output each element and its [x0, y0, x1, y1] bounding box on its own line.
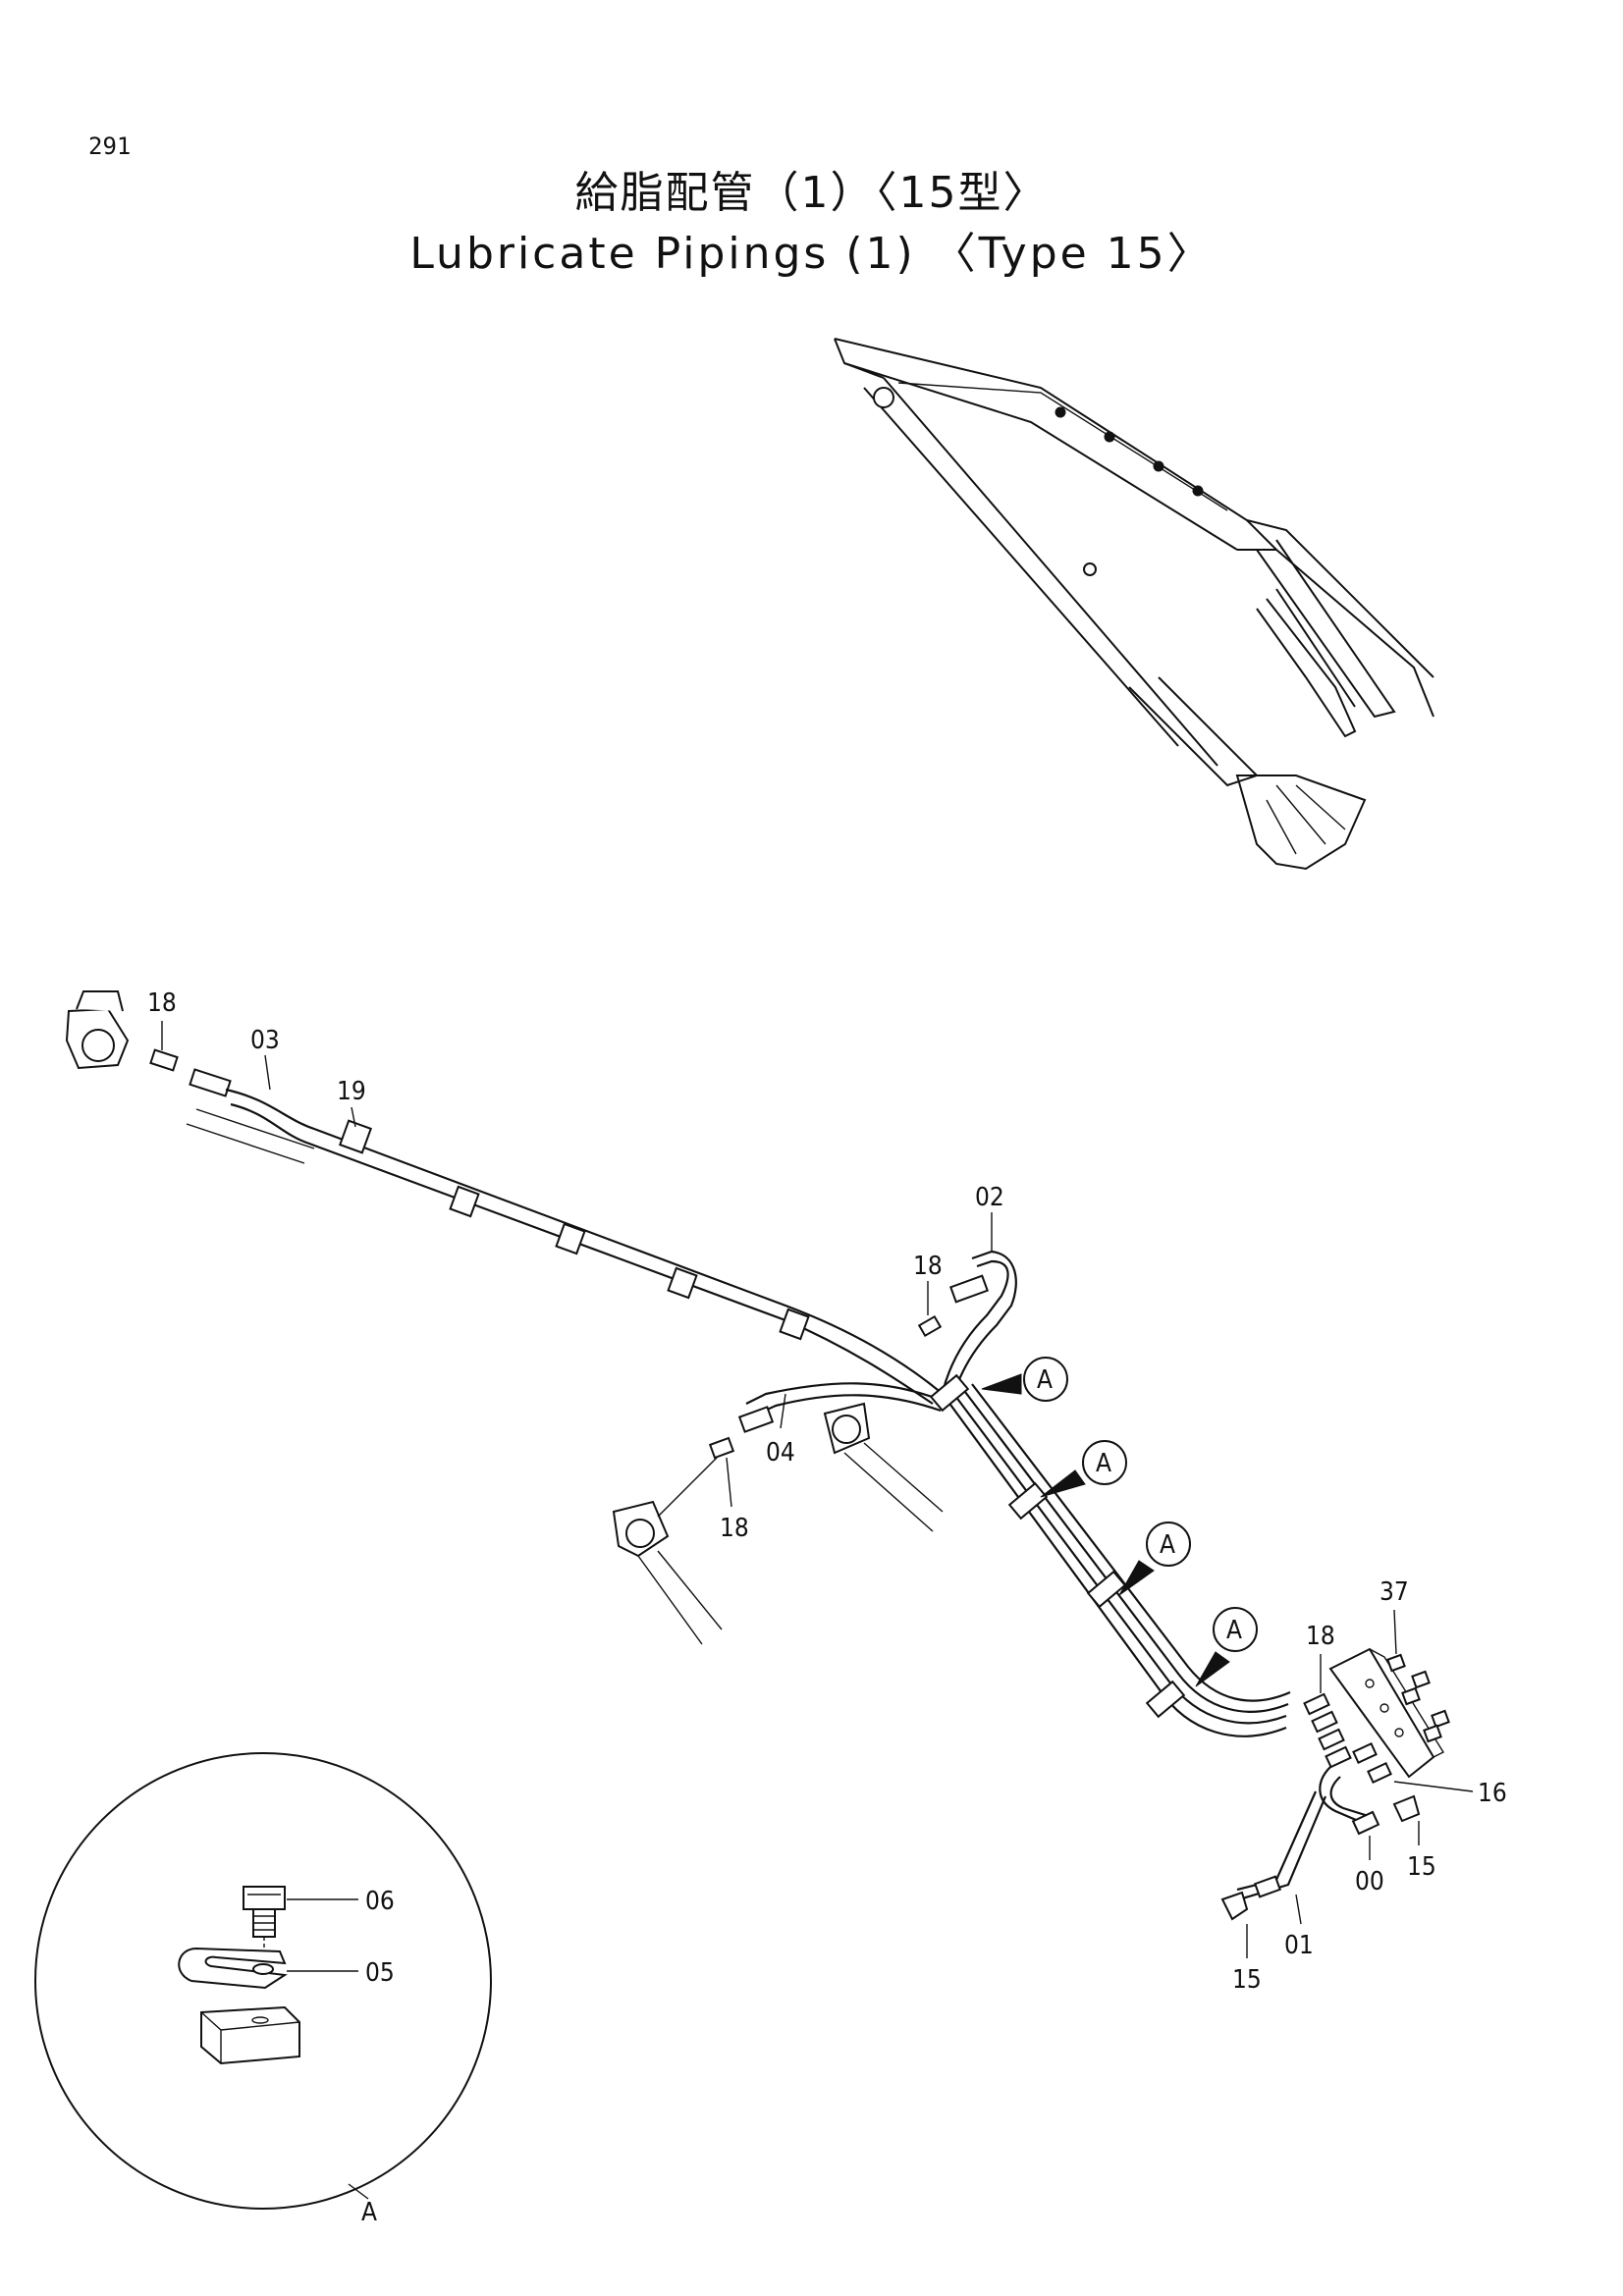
boom-arm-overview [834, 338, 1434, 871]
callout-numbers: 18 03 19 02 18 04 18 37 18 16 15 00 01 1… [147, 988, 1507, 1995]
detail-A-label: A [361, 2198, 377, 2227]
callout-00: 00 [1355, 1867, 1384, 1896]
callout-18-top: 18 [147, 988, 177, 1018]
callout-02: 02 [975, 1183, 1004, 1212]
marker-A-4: A [1226, 1616, 1242, 1645]
callout-15-right: 15 [1407, 1852, 1436, 1882]
title-japanese: 給脂配管（1）〈15型〉 [574, 168, 1049, 218]
page-number: 291 [88, 133, 132, 160]
marker-A-1: A [1037, 1365, 1053, 1395]
detail-A-markers: A A A A [981, 1357, 1258, 1687]
piping-assembly: A A A A [65, 990, 1450, 1921]
callout-04: 04 [766, 1438, 795, 1468]
callout-05: 05 [365, 1958, 395, 1988]
leader-lines [161, 1021, 1474, 1958]
detail-A-view: 06 05 A [34, 1752, 492, 2227]
callout-01: 01 [1284, 1931, 1314, 1960]
callout-37: 37 [1380, 1577, 1409, 1607]
callout-18-mid: 18 [913, 1252, 943, 1281]
callout-03: 03 [250, 1026, 280, 1055]
callout-06: 06 [365, 1887, 395, 1916]
callout-15-left: 15 [1232, 1965, 1262, 1995]
callout-16: 16 [1478, 1779, 1507, 1808]
callout-18-right: 18 [1306, 1622, 1335, 1651]
marker-A-3: A [1160, 1530, 1175, 1560]
title-english: Lubricate Pipings (1) 〈Type 15〉 [409, 229, 1214, 279]
callout-18-lower: 18 [720, 1514, 749, 1543]
callout-19: 19 [337, 1077, 366, 1106]
marker-A-2: A [1096, 1449, 1111, 1478]
